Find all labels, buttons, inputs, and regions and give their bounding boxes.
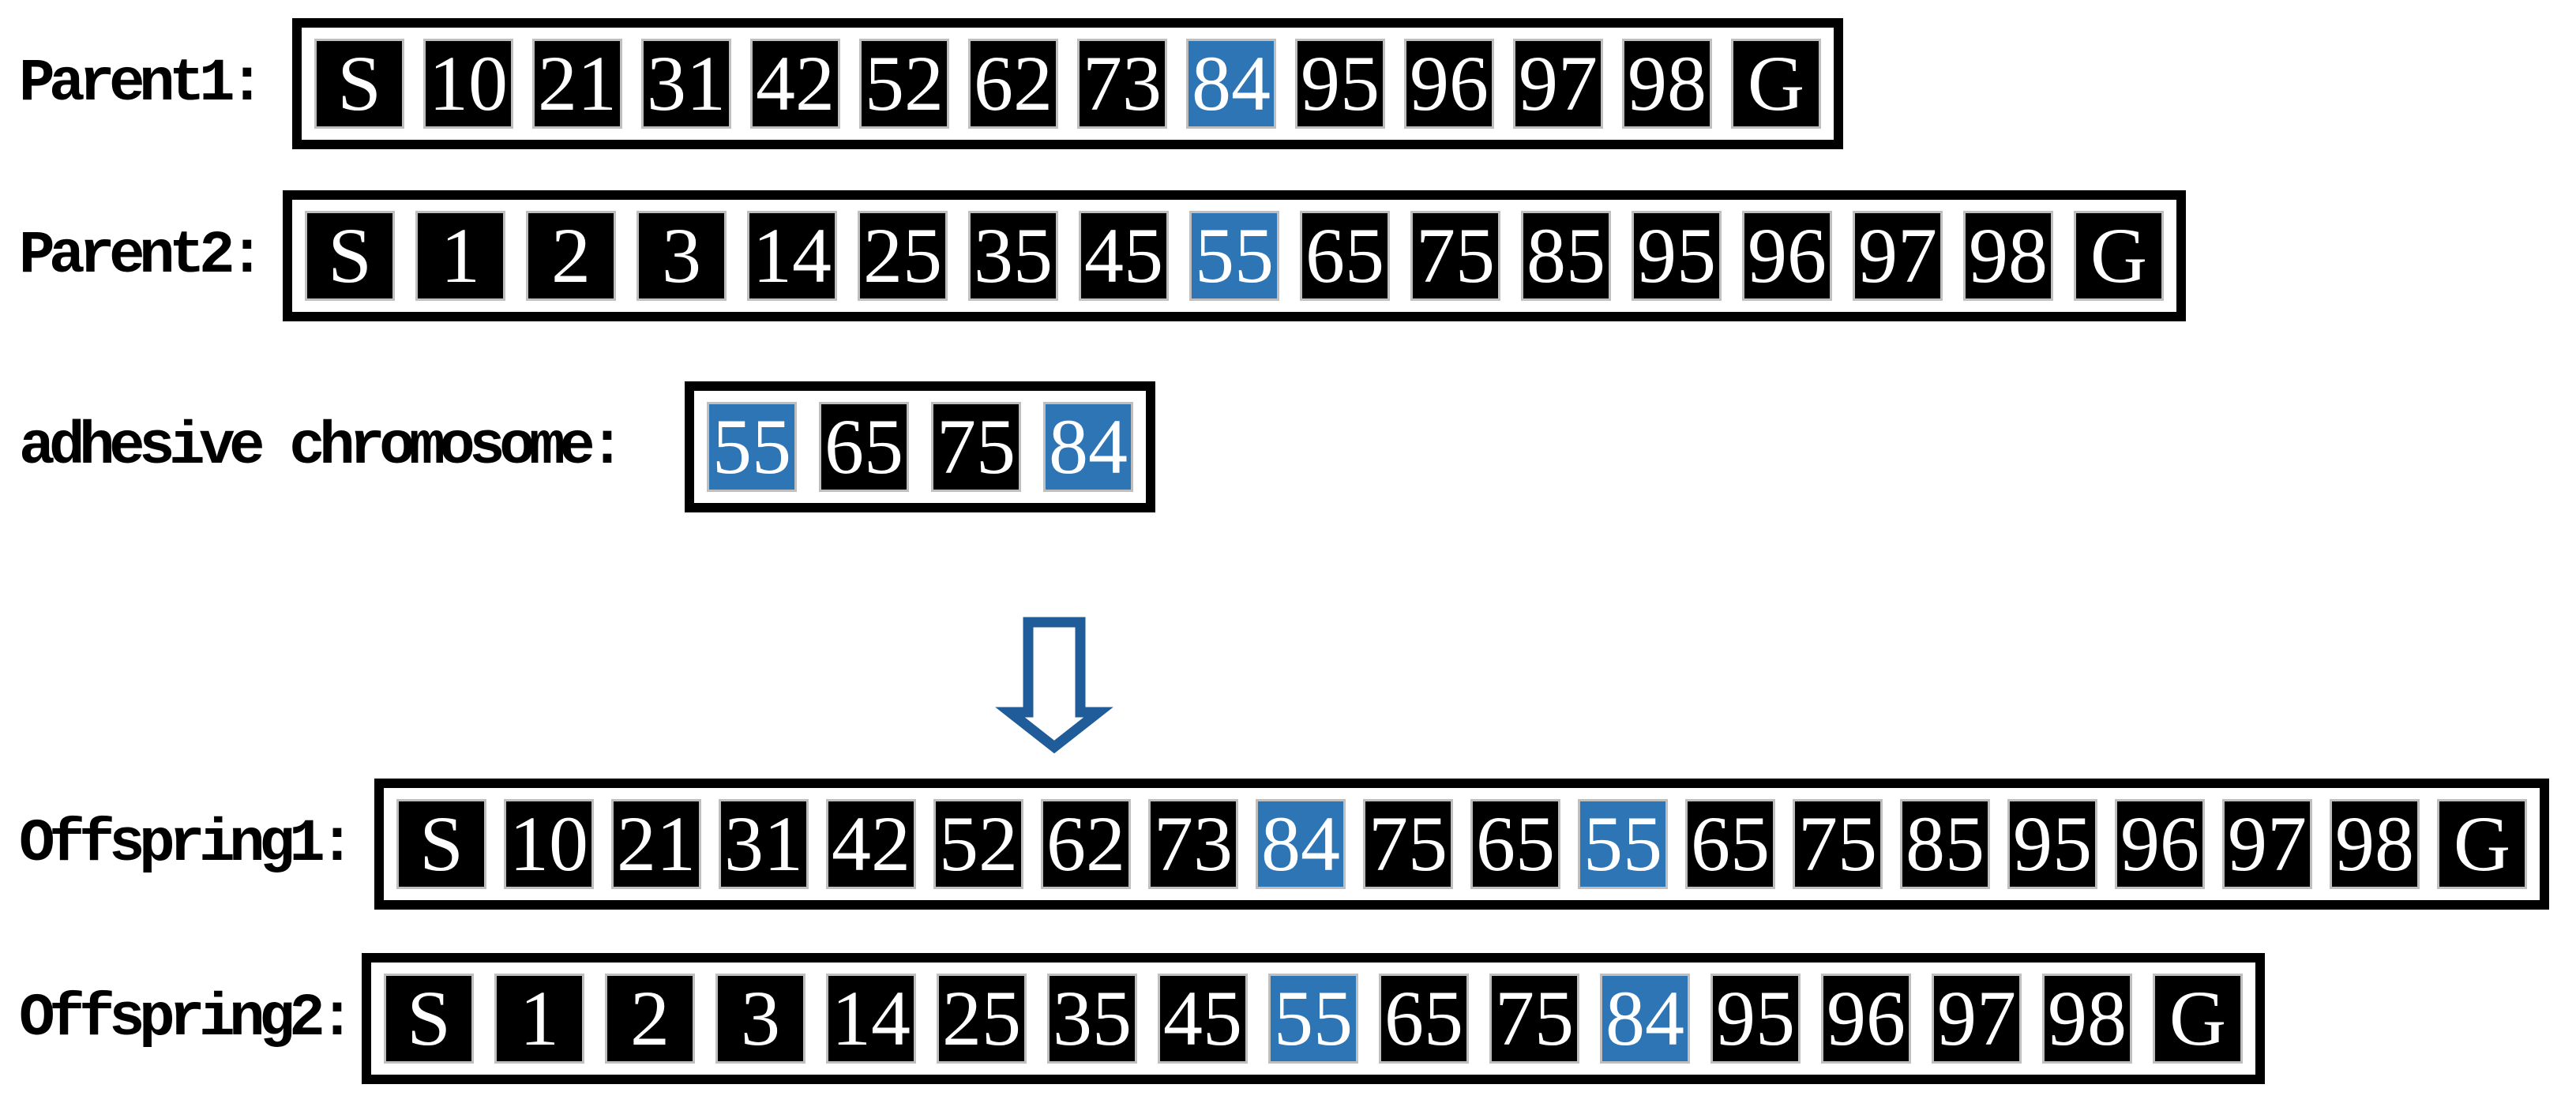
gene-cell: 85 [1521, 211, 1611, 301]
gene-cell: 21 [611, 799, 701, 889]
gene-cell: 62 [1041, 799, 1131, 889]
parent2-label: Parent2: [19, 222, 265, 290]
gene-cell: 42 [750, 39, 840, 129]
gene-cell: S [384, 974, 474, 1064]
gene-cell: 75 [1363, 799, 1453, 889]
offspring2-label: Offspring2: [19, 985, 355, 1053]
gene-cell-highlighted: 55 [1268, 974, 1358, 1064]
gene-cell-highlighted: 84 [1256, 799, 1346, 889]
gene-cell: 35 [1047, 974, 1137, 1064]
gene-cell: 14 [747, 211, 837, 301]
gene-cell: 42 [826, 799, 916, 889]
gene-cell: 75 [1489, 974, 1579, 1064]
gene-cell: 98 [2330, 799, 2420, 889]
down-arrow-icon [995, 617, 1113, 754]
gene-cell: 62 [968, 39, 1058, 129]
gene-cell: 95 [1295, 39, 1385, 129]
gene-cell: 75 [1793, 799, 1883, 889]
gene-cell: 31 [641, 39, 731, 129]
gene-cell: 75 [1410, 211, 1500, 301]
gene-cell-highlighted: 55 [1189, 211, 1279, 301]
gene-cell: 73 [1148, 799, 1238, 889]
gene-cell: 98 [1622, 39, 1712, 129]
gene-cell: 52 [859, 39, 949, 129]
gene-cell: S [305, 211, 395, 301]
gene-cell: 65 [819, 402, 909, 492]
gene-cell: 65 [1379, 974, 1469, 1064]
gene-cell: G [2074, 211, 2164, 301]
gene-cell: 96 [1821, 974, 1911, 1064]
gene-cell-highlighted: 84 [1600, 974, 1690, 1064]
gene-cell: 14 [826, 974, 916, 1064]
gene-cell: 98 [2042, 974, 2132, 1064]
gene-cell: 97 [2222, 799, 2312, 889]
gene-cell-highlighted: 55 [707, 402, 797, 492]
gene-cell: 2 [526, 211, 616, 301]
gene-cell: 10 [423, 39, 513, 129]
gene-cell: 1 [494, 974, 584, 1064]
gene-cell: 3 [636, 211, 727, 301]
gene-cell: 65 [1685, 799, 1775, 889]
gene-cell: 98 [1963, 211, 2053, 301]
gene-cell-highlighted: 84 [1043, 402, 1133, 492]
adhesive-chromosome-label: adhesive chromosome: [19, 413, 625, 481]
gene-cell: 95 [1632, 211, 1722, 301]
gene-cell: 45 [1079, 211, 1169, 301]
gene-cell: 95 [2007, 799, 2097, 889]
gene-cell: 3 [715, 974, 805, 1064]
gene-cell: 75 [931, 402, 1021, 492]
gene-cell: 35 [968, 211, 1058, 301]
offspring1-label: Offspring1: [19, 810, 355, 878]
gene-cell: 97 [1853, 211, 1943, 301]
gene-cell: 97 [1513, 39, 1603, 129]
gene-cell: 96 [1404, 39, 1494, 129]
gene-cell: G [2153, 974, 2243, 1064]
crossover-arrow [995, 617, 1113, 754]
gene-cell: 73 [1077, 39, 1167, 129]
gene-cell: 45 [1158, 974, 1248, 1064]
gene-cell: 96 [2115, 799, 2205, 889]
gene-cell: 65 [1470, 799, 1560, 889]
gene-cell: 85 [1900, 799, 1990, 889]
gene-cell: 25 [858, 211, 948, 301]
gene-cell: 21 [532, 39, 622, 129]
gene-cell: 10 [504, 799, 594, 889]
gene-cell: G [1731, 39, 1821, 129]
gene-cell: 95 [1710, 974, 1801, 1064]
gene-cell: 25 [937, 974, 1027, 1064]
gene-cell-highlighted: 55 [1578, 799, 1668, 889]
gene-cell: 97 [1932, 974, 2022, 1064]
gene-cell: 2 [605, 974, 695, 1064]
gene-cell: 1 [415, 211, 505, 301]
gene-cell: 65 [1300, 211, 1390, 301]
parent1-label: Parent1: [19, 50, 265, 118]
gene-cell: G [2437, 799, 2527, 889]
gene-cell: S [396, 799, 486, 889]
gene-cell: 96 [1742, 211, 1832, 301]
gene-cell: S [314, 39, 404, 129]
gene-cell: 52 [933, 799, 1023, 889]
gene-cell: 31 [719, 799, 809, 889]
gene-cell-highlighted: 84 [1186, 39, 1276, 129]
